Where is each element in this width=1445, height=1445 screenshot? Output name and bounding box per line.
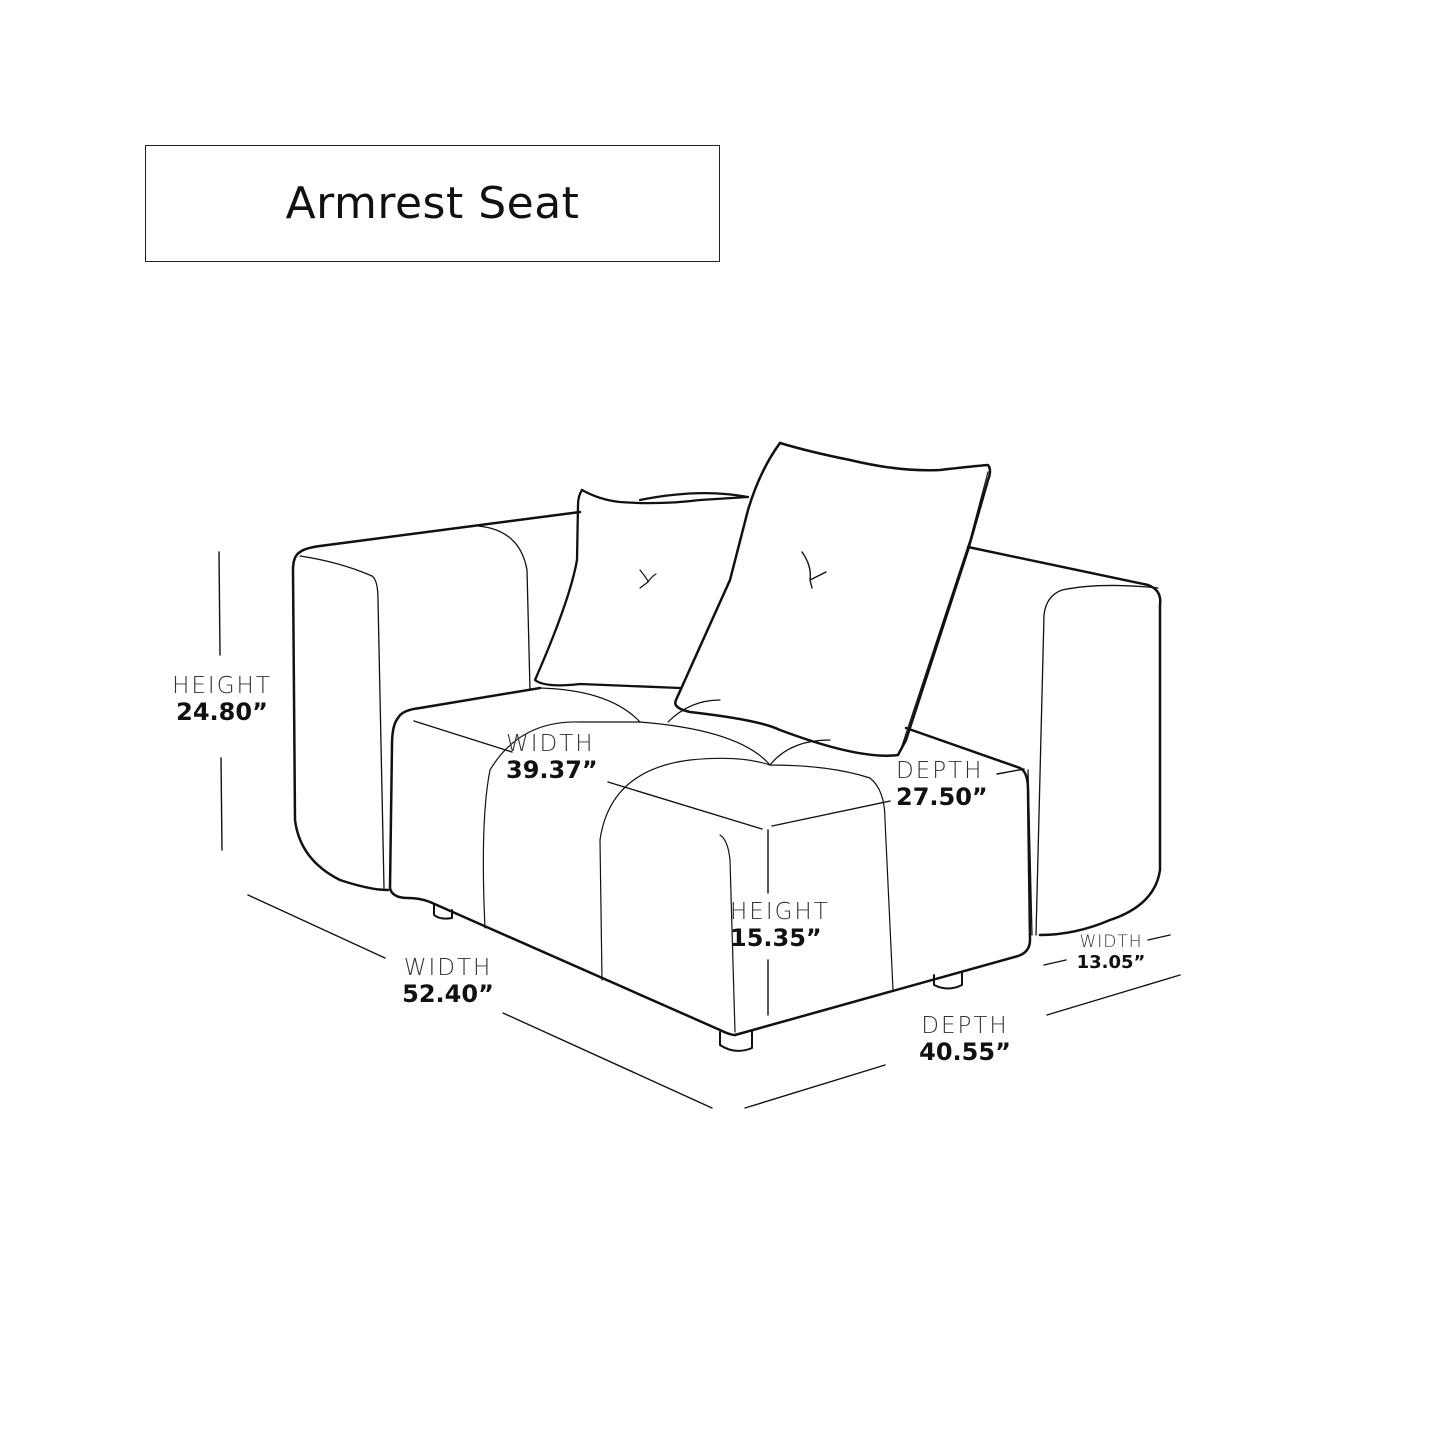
- dimension-label: WIDTH: [403, 955, 493, 981]
- dimension-label: DEPTH: [896, 758, 984, 784]
- seat-width-dimension: WIDTH 39.37”: [506, 731, 616, 785]
- dimension-label: WIDTH: [1079, 932, 1143, 952]
- dimension-value: 15.35”: [730, 924, 822, 953]
- dimension-value: 52.40”: [402, 980, 494, 1009]
- dimension-value: 13.05”: [1076, 951, 1146, 973]
- dimension-label: HEIGHT: [730, 899, 830, 925]
- overall-height-dimension: HEIGHT 24.80”: [160, 673, 284, 727]
- seat-depth-dimension: DEPTH 27.50”: [896, 758, 1000, 812]
- seat-height-dimension: HEIGHT 15.35”: [730, 899, 840, 953]
- overall-depth-dimension: DEPTH 40.55”: [910, 1013, 1020, 1067]
- title-box: Armrest Seat: [145, 145, 720, 262]
- dimension-label: DEPTH: [921, 1013, 1009, 1039]
- arm-width-dimension: WIDTH 13.05”: [1070, 932, 1152, 973]
- overall-width-dimension: WIDTH 52.40”: [393, 955, 503, 1009]
- dimension-value: 39.37”: [506, 756, 598, 785]
- dimension-value: 40.55”: [919, 1038, 1011, 1067]
- dimension-value: 24.80”: [176, 698, 268, 727]
- page-title: Armrest Seat: [285, 178, 580, 229]
- dimension-label: WIDTH: [506, 731, 595, 757]
- dimension-value: 27.50”: [896, 783, 988, 812]
- dimension-label: HEIGHT: [172, 673, 272, 699]
